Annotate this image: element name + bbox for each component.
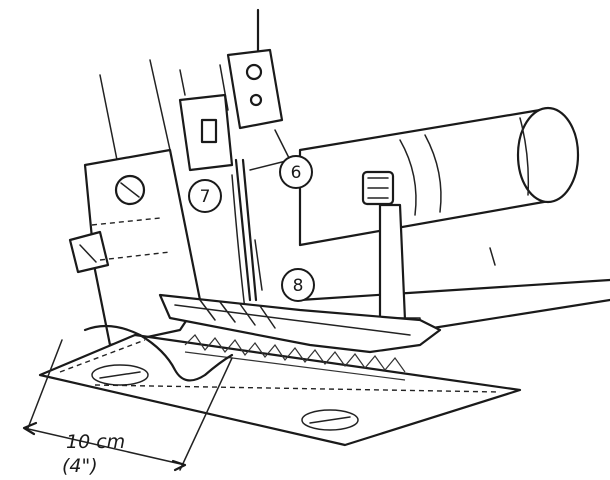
dimension-indicator: 10 cm (4") <box>22 339 233 477</box>
arm-cylinder <box>298 106 580 266</box>
presser-foot <box>158 293 442 354</box>
stitch-pattern <box>184 334 406 381</box>
callout-7-label: 7 <box>200 187 211 207</box>
callout-8: 8 <box>281 268 315 302</box>
bed-plate <box>298 278 610 332</box>
callout-6-label: 6 <box>291 163 302 183</box>
callout-6: 6 <box>279 155 313 189</box>
callout-8-label: 8 <box>293 276 304 296</box>
dimension-metric: 10 cm <box>66 431 125 453</box>
dimension-imperial: (4") <box>62 455 98 477</box>
callout-7: 7 <box>188 179 222 213</box>
thread-tail <box>83 324 234 382</box>
needle-and-thread <box>231 158 263 311</box>
fabric-sheet <box>38 333 522 447</box>
